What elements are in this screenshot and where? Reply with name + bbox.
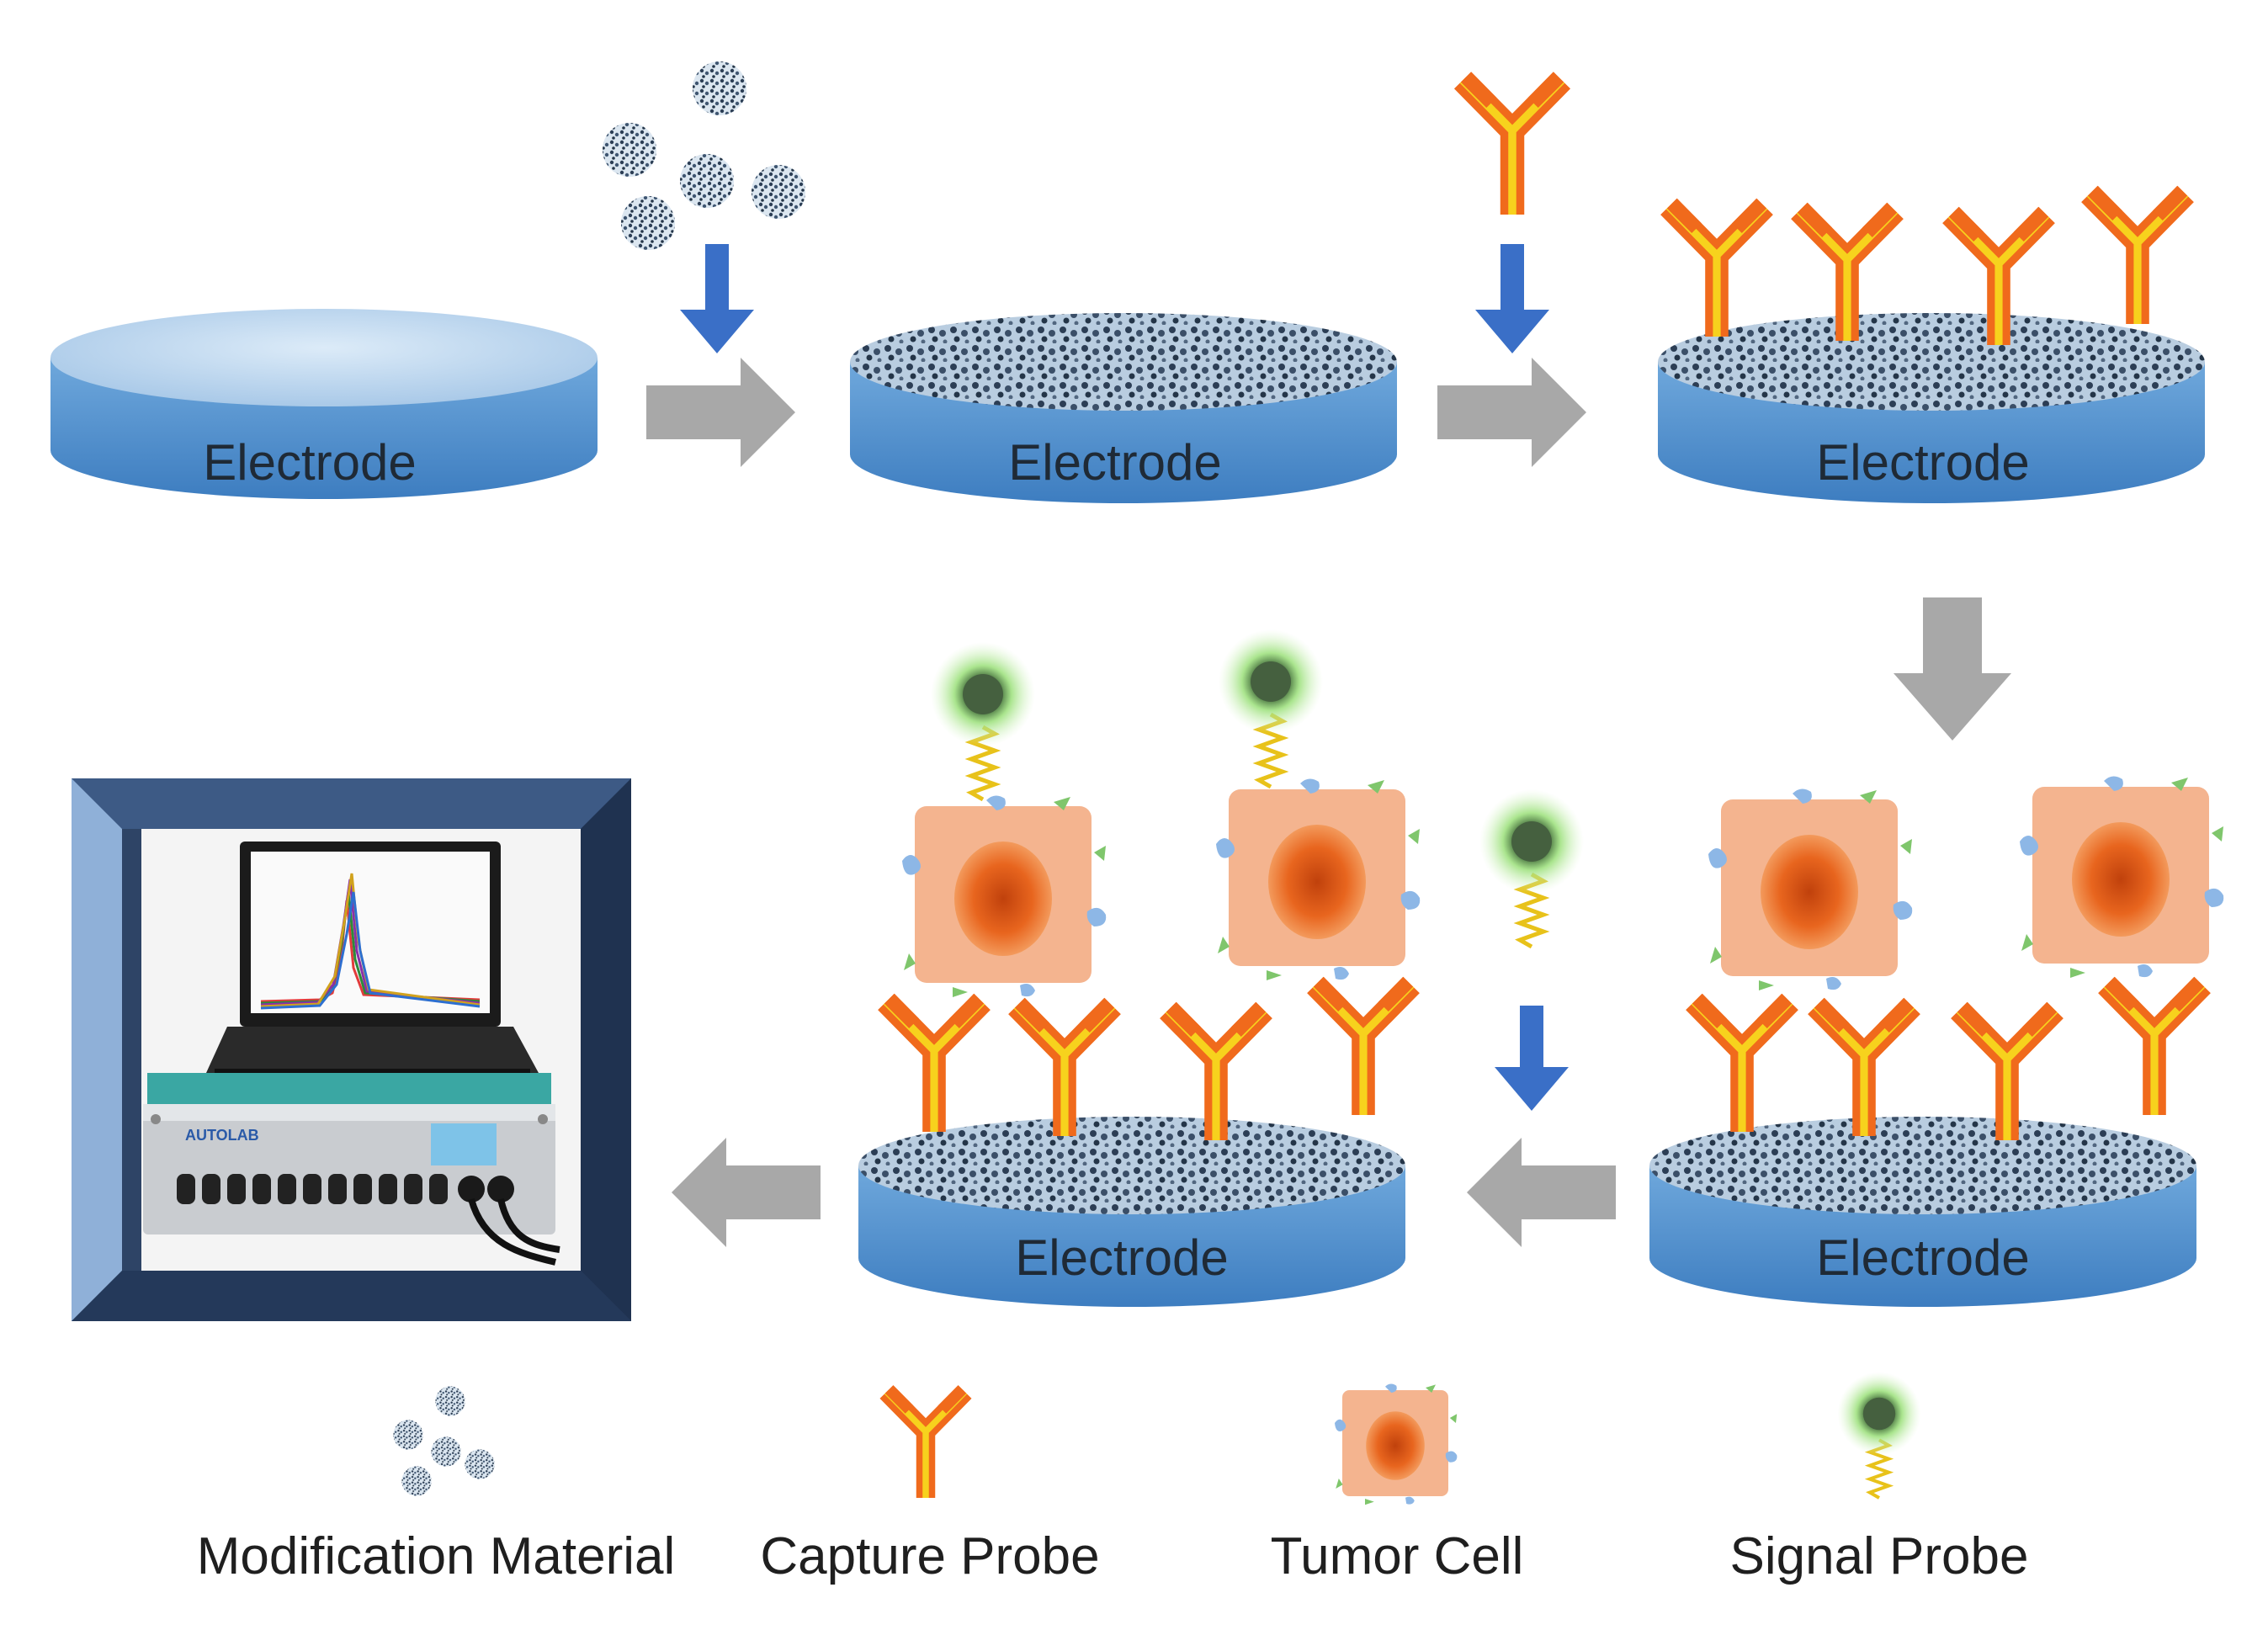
electrode-with-tumor-cells [1649, 776, 2224, 1307]
electrode-label-5: Electrode [1015, 1229, 1228, 1286]
gray-arrow-left-1 [1467, 1138, 1616, 1247]
legend-icon-tumor-cell [1335, 1383, 1458, 1505]
blue-arrow-2 [1475, 244, 1549, 353]
legend-label-tumor-cell: Tumor Cell [1271, 1527, 1524, 1585]
legend-icon-capture-probe [887, 1389, 965, 1498]
gray-arrow-1 [646, 358, 795, 467]
screen-plot [260, 873, 481, 1010]
gray-arrow-left-2 [672, 1138, 821, 1247]
signal-probe-drop [1479, 789, 1584, 947]
instrument-connectors [177, 1174, 514, 1204]
legend-label-signal-probe: Signal Probe [1729, 1527, 2028, 1585]
electrode-sandwich-complex [858, 629, 1420, 1307]
gray-arrow-down [1894, 597, 2011, 741]
instrument-brand: AUTOLAB [185, 1127, 259, 1144]
electrode-label-4: Electrode [1816, 1229, 2029, 1286]
electrode-label-3: Electrode [1816, 434, 2029, 491]
gray-arrow-2 [1437, 358, 1586, 467]
legend: Modification Material Capture Probe Tumo… [197, 1372, 2029, 1585]
blue-arrow-3 [1495, 1006, 1569, 1111]
electrochemical-workstation-photo: AUTOLAB [72, 778, 631, 1321]
capture-probe-drop [1463, 77, 1562, 215]
legend-label-modification-material: Modification Material [197, 1527, 676, 1585]
legend-label-capture-probe: Capture Probe [760, 1527, 1099, 1585]
modification-material-drop [603, 61, 805, 250]
legend-icon-signal-probe [1837, 1372, 1920, 1498]
legend-icon-modification-material [393, 1386, 495, 1496]
electrode-label-2: Electrode [1008, 434, 1221, 491]
electrode-label-1: Electrode [203, 434, 416, 491]
blue-arrow-1 [680, 244, 754, 353]
